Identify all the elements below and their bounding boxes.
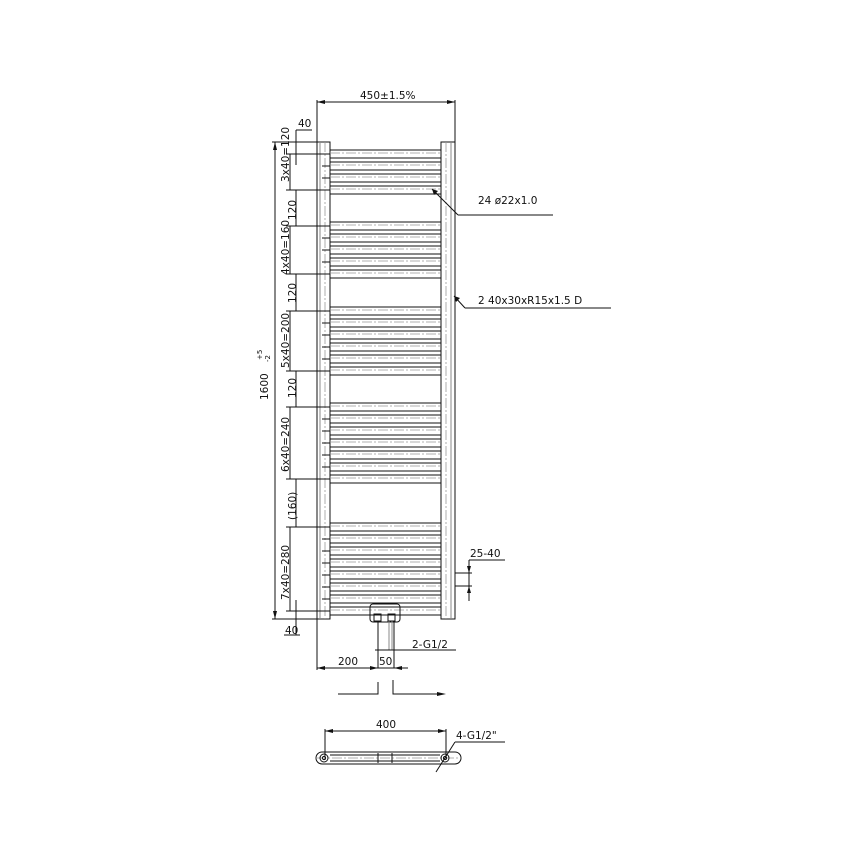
height-dimension: 1600 +5 -2 40 40 3x40=120 120 4x40=160 1…	[256, 118, 322, 637]
group-3-label: 5x40=200	[280, 313, 292, 368]
towel-bar	[329, 173, 442, 183]
towel-bar	[329, 426, 442, 436]
towel-bar	[329, 318, 442, 328]
connection-block: 2-G1/2	[369, 603, 456, 668]
plan-connection-label: 4-G1/2"	[456, 730, 497, 742]
height-tol-lower: -2	[264, 355, 272, 362]
gap-1-label: 120	[287, 200, 299, 220]
towel-bar	[329, 474, 442, 484]
towel-bar	[329, 354, 442, 364]
towel-bar	[329, 306, 442, 316]
towel-bar	[329, 257, 442, 267]
towel-bars	[322, 149, 442, 616]
rail-callout-label: 2 40x30xR15x1.5 D	[478, 295, 582, 307]
section-marker	[338, 680, 446, 696]
svg-text:1600: 1600	[259, 373, 271, 400]
spacing-50-label: 50	[379, 656, 392, 668]
towel-bar	[329, 366, 442, 376]
towel-bar	[329, 402, 442, 412]
towel-bar	[329, 161, 442, 171]
towel-bar	[329, 438, 442, 448]
towel-bar	[329, 233, 442, 243]
bottom-offset-label: 40	[285, 625, 298, 637]
bottom-dimensions: 200 50	[316, 619, 408, 670]
towel-bar	[329, 522, 442, 532]
towel-bar	[329, 149, 442, 159]
plan-width-label: 400	[376, 719, 396, 731]
towel-bar	[329, 330, 442, 340]
width-label: 450±1.5%	[360, 90, 416, 102]
gap-4-label: (160)	[287, 492, 299, 520]
height-label: 1600	[259, 373, 271, 400]
group-4-label: 6x40=240	[280, 417, 292, 472]
height-tol-upper: +5	[256, 350, 264, 360]
offset-200-label: 200	[338, 656, 358, 668]
group-1-label: 3x40=120	[280, 127, 292, 182]
right-rail	[440, 141, 456, 620]
left-rail	[316, 141, 331, 620]
towel-bar	[329, 570, 442, 580]
towel-bar	[329, 414, 442, 424]
towel-bar	[329, 534, 442, 544]
towel-bar	[329, 462, 442, 472]
wall-gap-label: 25-40	[470, 548, 501, 560]
towel-bar	[329, 582, 442, 592]
towel-bar	[329, 245, 442, 255]
top-offset-label: 40	[298, 118, 311, 130]
width-dimension: 450±1.5%	[316, 90, 456, 150]
rail-callout: 2 40x30xR15x1.5 D	[453, 295, 611, 309]
bar-callout-label: 24 ø22x1.0	[478, 195, 537, 207]
gap-2-label: 120	[287, 283, 299, 303]
towel-bar	[329, 606, 442, 616]
towel-bar	[329, 558, 442, 568]
group-5-label: 7x40=280	[280, 545, 292, 600]
towel-bar	[329, 269, 442, 279]
towel-bar	[329, 450, 442, 460]
towel-bar	[329, 342, 442, 352]
towel-bar	[329, 185, 442, 195]
plan-view: 400 4-G1/2"	[315, 719, 505, 773]
towel-bar	[329, 221, 442, 231]
connection-label: 2-G1/2	[412, 639, 448, 651]
group-2-label: 4x40=160	[280, 220, 292, 275]
towel-bar	[329, 546, 442, 556]
bar-callout: 24 ø22x1.0	[431, 188, 553, 216]
gap-3-label: 120	[287, 378, 299, 398]
towel-bar	[329, 594, 442, 604]
wall-gap-dimension: 25-40	[455, 548, 505, 601]
